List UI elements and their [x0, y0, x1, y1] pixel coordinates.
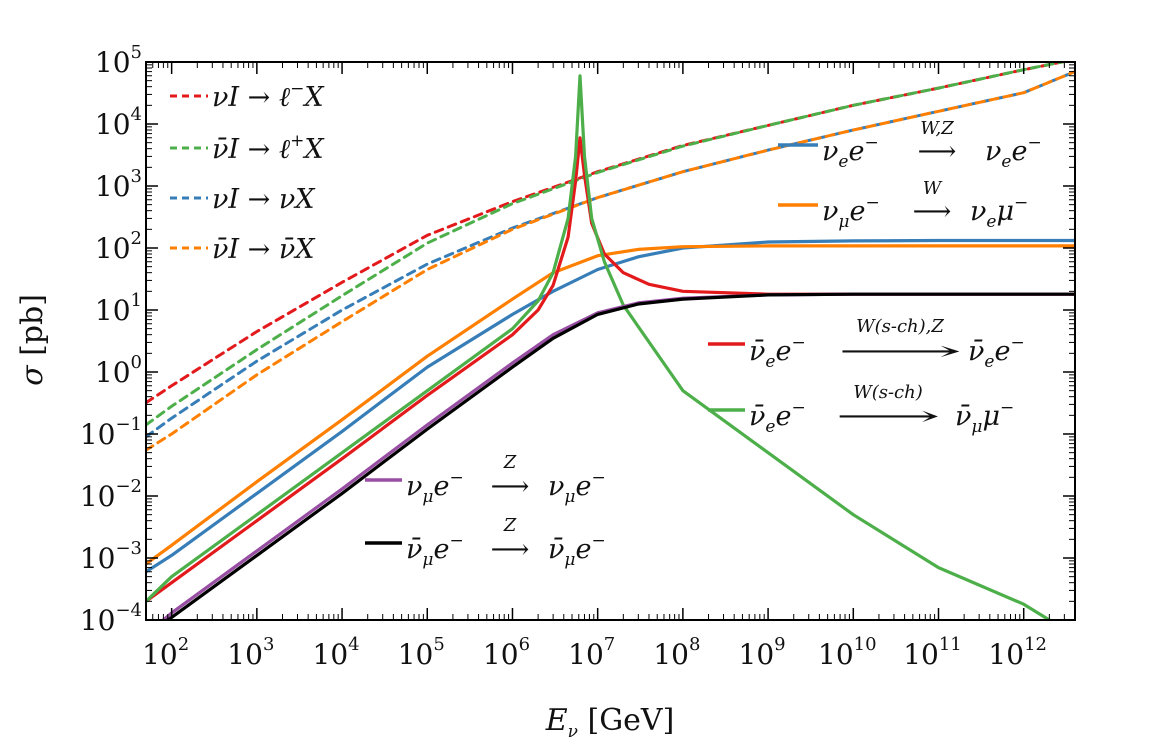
- y-tick-label: 10−2: [80, 476, 142, 513]
- legend-result-numu-e-w: νeμ−: [970, 193, 1028, 232]
- x-tick-label: 109: [739, 634, 786, 671]
- legend-label-nubarI-lplus: ν̄I → ℓ+X: [212, 131, 325, 165]
- legend-arrow-numu-e-z: ⟶: [491, 471, 530, 502]
- legend-result-nuebar-mu: ν̄μμ−: [955, 398, 1014, 437]
- series-line-4: [146, 238, 1075, 574]
- legend-arrow-nue-e: ⟶: [918, 136, 957, 167]
- x-tick-label: 106: [483, 634, 530, 671]
- legend-arrow-numu-e-w: ⟶: [913, 196, 952, 227]
- plot-frame: [145, 61, 1076, 621]
- y-axis-title: σ [pb]: [15, 294, 50, 386]
- y-tick-label: 10−1: [80, 414, 142, 451]
- legend-label-nuebar-e: ν̄ee−: [749, 333, 806, 372]
- legend-arrow-nuebar-e: ⟶: [838, 336, 963, 367]
- x-tick-label: 108: [653, 634, 700, 671]
- legend-label-nubarI-nubarX: ν̄I → ν̄X: [212, 234, 316, 265]
- y-tick-label: 104: [95, 104, 142, 141]
- y-tick-label: 103: [95, 166, 142, 203]
- series-line-9: [166, 292, 1075, 620]
- x-tick-label: 1010: [818, 634, 877, 671]
- x-tick-label: 1012: [988, 634, 1047, 671]
- legend-over-nuebar-mu: W(s-ch): [853, 382, 923, 403]
- x-tick-label: 107: [568, 634, 615, 671]
- series-line-6: [146, 136, 1075, 603]
- x-tick-label: 105: [398, 634, 445, 671]
- x-tick-label: 1011: [903, 634, 962, 671]
- legend-over-numu-e-z: Z: [503, 452, 517, 473]
- legend-over-nue-e: W,Z: [920, 118, 954, 139]
- x-tick-label: 104: [313, 634, 360, 671]
- legend-label-nuI-lminus: νI → ℓ−X: [212, 79, 325, 113]
- y-tick-label: 100: [95, 352, 142, 389]
- legend-label-nuebar-mu: ν̄ee−: [749, 398, 806, 437]
- series-layer: [146, 62, 1075, 620]
- y-tick-label: 101: [95, 290, 142, 327]
- x-tick-label: 102: [142, 634, 189, 671]
- legend-arrow-nuebar-mu: ⟶: [836, 401, 941, 432]
- series-line-3: [146, 70, 1075, 452]
- legend-over-numu-e-w: W: [923, 178, 943, 199]
- legend-over-numubar-e-z: Z: [503, 515, 517, 536]
- x-axis-title: Eν [GeV]: [545, 703, 675, 742]
- legend-arrow-numubar-e-z: ⟶: [491, 534, 530, 565]
- y-tick-label: 10−3: [80, 538, 142, 575]
- y-tick-label: 102: [95, 228, 142, 265]
- series-line-1: [146, 62, 1070, 427]
- legend-label-nuI-nuX: νI → νX: [212, 184, 316, 215]
- legend-over-nuebar-e: W(s-ch),Z: [856, 316, 944, 337]
- y-tick-label: 105: [95, 42, 142, 79]
- legend-dashed: νI → ℓ−X ν̄I → ℓ+X νI → νX ν̄I → ν̄X: [170, 79, 325, 265]
- x-tick-label: 103: [227, 634, 274, 671]
- y-tick-label: 10−4: [80, 600, 142, 637]
- series-line-7: [146, 74, 1051, 620]
